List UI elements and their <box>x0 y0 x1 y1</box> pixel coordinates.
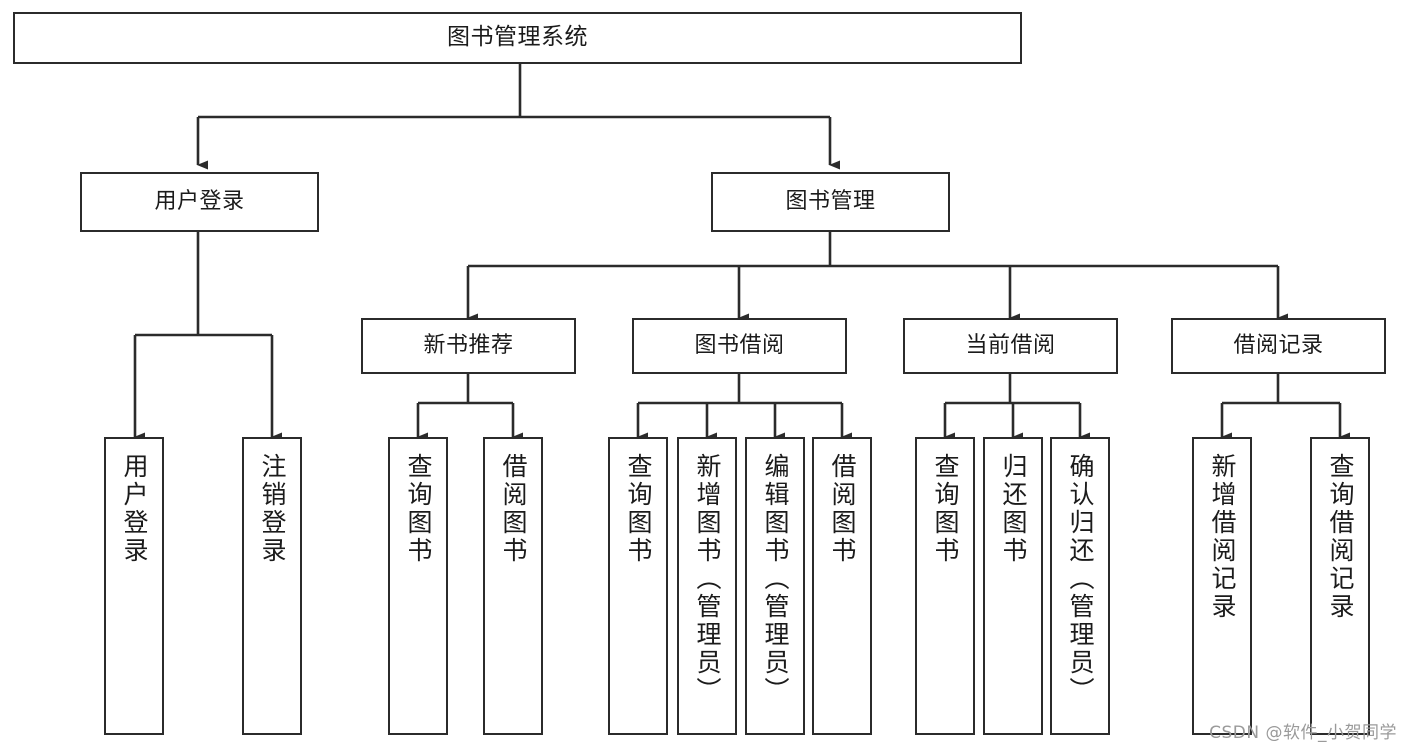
node-borrow-record[interactable]: 借阅记录 <box>1171 318 1386 374</box>
node-label: 归还图书 <box>999 453 1028 565</box>
node-label: 查询图书 <box>624 453 653 565</box>
leaf-borrow-record-query[interactable]: 查询借阅记录 <box>1310 437 1370 735</box>
leaf-current-borrow-query[interactable]: 查询图书 <box>915 437 975 735</box>
node-user-login[interactable]: 用户登录 <box>80 172 319 232</box>
node-root-system[interactable]: 图书管理系统 <box>13 12 1022 64</box>
node-label: 新书推荐 <box>423 332 514 358</box>
leaf-book-borrow-edit[interactable]: 编辑图书（管理员） <box>745 437 805 735</box>
leaf-book-borrow-query[interactable]: 查询图书 <box>608 437 668 735</box>
node-label: 图书借阅 <box>694 332 785 358</box>
node-book-borrow[interactable]: 图书借阅 <box>632 318 847 374</box>
leaf-user-login-logout[interactable]: 注销登录 <box>242 437 302 735</box>
node-label: 用户登录 <box>120 453 149 565</box>
leaf-current-borrow-return[interactable]: 归还图书 <box>983 437 1043 735</box>
node-current-borrow[interactable]: 当前借阅 <box>903 318 1118 374</box>
node-label: 新增借阅记录 <box>1208 453 1237 621</box>
node-label: 查询借阅记录 <box>1326 453 1355 621</box>
watermark-text: CSDN @软件_小贺同学 <box>1209 723 1397 743</box>
node-label: 图书管理 <box>785 188 876 214</box>
node-label: 查询图书 <box>931 453 960 565</box>
node-label: 用户登录 <box>154 188 245 214</box>
node-label: 注销登录 <box>258 453 287 565</box>
node-label: 借阅记录 <box>1233 332 1324 358</box>
leaf-new-book-borrow[interactable]: 借阅图书 <box>483 437 543 735</box>
leaf-new-book-query[interactable]: 查询图书 <box>388 437 448 735</box>
leaf-book-borrow-borrow[interactable]: 借阅图书 <box>812 437 872 735</box>
node-label: 图书管理系统 <box>447 24 588 51</box>
node-label: 借阅图书 <box>499 453 528 565</box>
node-label: 借阅图书 <box>828 453 857 565</box>
node-label: 当前借阅 <box>965 332 1056 358</box>
node-new-book-recommend[interactable]: 新书推荐 <box>361 318 576 374</box>
leaf-book-borrow-add[interactable]: 新增图书（管理员） <box>677 437 737 735</box>
leaf-borrow-record-add[interactable]: 新增借阅记录 <box>1192 437 1252 735</box>
node-label: 编辑图书（管理员） <box>761 453 790 705</box>
node-label: 确认归还（管理员） <box>1066 453 1095 705</box>
leaf-current-borrow-confirm-return[interactable]: 确认归还（管理员） <box>1050 437 1110 735</box>
leaf-user-login-login[interactable]: 用户登录 <box>104 437 164 735</box>
node-book-management[interactable]: 图书管理 <box>711 172 950 232</box>
node-label: 新增图书（管理员） <box>693 453 722 705</box>
node-label: 查询图书 <box>404 453 433 565</box>
